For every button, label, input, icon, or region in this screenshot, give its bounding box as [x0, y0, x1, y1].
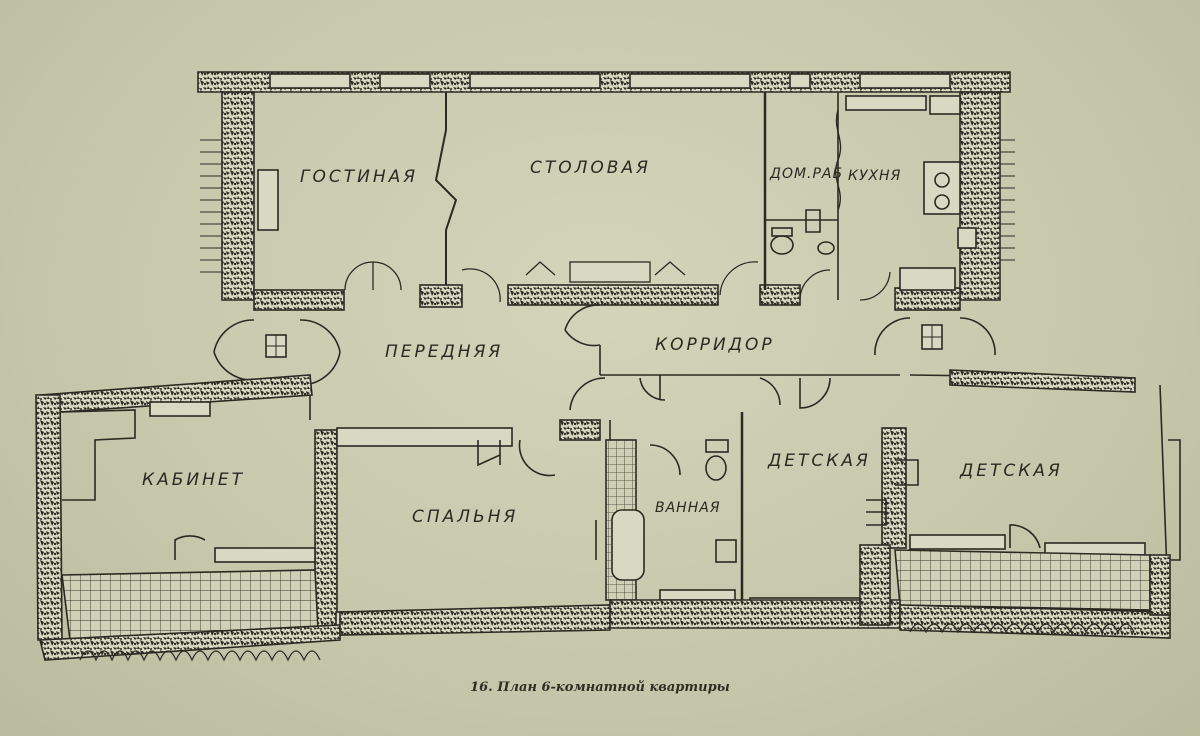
toilet-icon	[770, 235, 794, 255]
study-furniture	[61, 401, 316, 563]
kitchen-fixtures	[770, 95, 977, 291]
room-label-bath: ВАННАЯ	[655, 500, 721, 516]
shrubs	[79, 623, 1135, 662]
room-label-hall: ПЕРЕДНЯЯ	[385, 342, 503, 362]
bathtub-icon	[611, 509, 645, 581]
living-recess	[257, 169, 279, 231]
room-label-kids-1: ДЕТСКАЯ	[767, 451, 871, 471]
room-label-corridor: КОРРИДОР	[655, 335, 775, 355]
dining-doors	[344, 261, 891, 303]
room-label-kitchen: КУХНЯ	[848, 168, 901, 184]
sink-icon	[899, 267, 956, 291]
room-label-dining: СТОЛОВАЯ	[530, 158, 651, 178]
washbasin-icon	[715, 539, 737, 563]
stove-icon	[923, 161, 961, 215]
room-label-bedroom: СПАЛЬНЯ	[412, 507, 518, 527]
room-label-living: ГОСТИНАЯ	[300, 167, 418, 187]
room-label-kids-2: ДЕТСКАЯ	[959, 461, 1063, 481]
upper-interior-walls	[253, 92, 961, 311]
figure-caption: 16. План 6-комнатной квартиры	[470, 680, 730, 695]
room-label-maid: ДОМ.РАБ	[769, 166, 843, 182]
left-exterior-hatch	[200, 139, 1015, 273]
balconies	[38, 544, 1171, 661]
lower-outer-walls	[35, 369, 1181, 641]
hall-corridor-walls	[213, 304, 1136, 420]
bathroom-fixtures	[595, 439, 737, 601]
bedroom-fixtures	[335, 439, 607, 627]
room-label-study: КАБИНЕТ	[142, 470, 245, 490]
bath-toilet-icon	[705, 455, 727, 481]
